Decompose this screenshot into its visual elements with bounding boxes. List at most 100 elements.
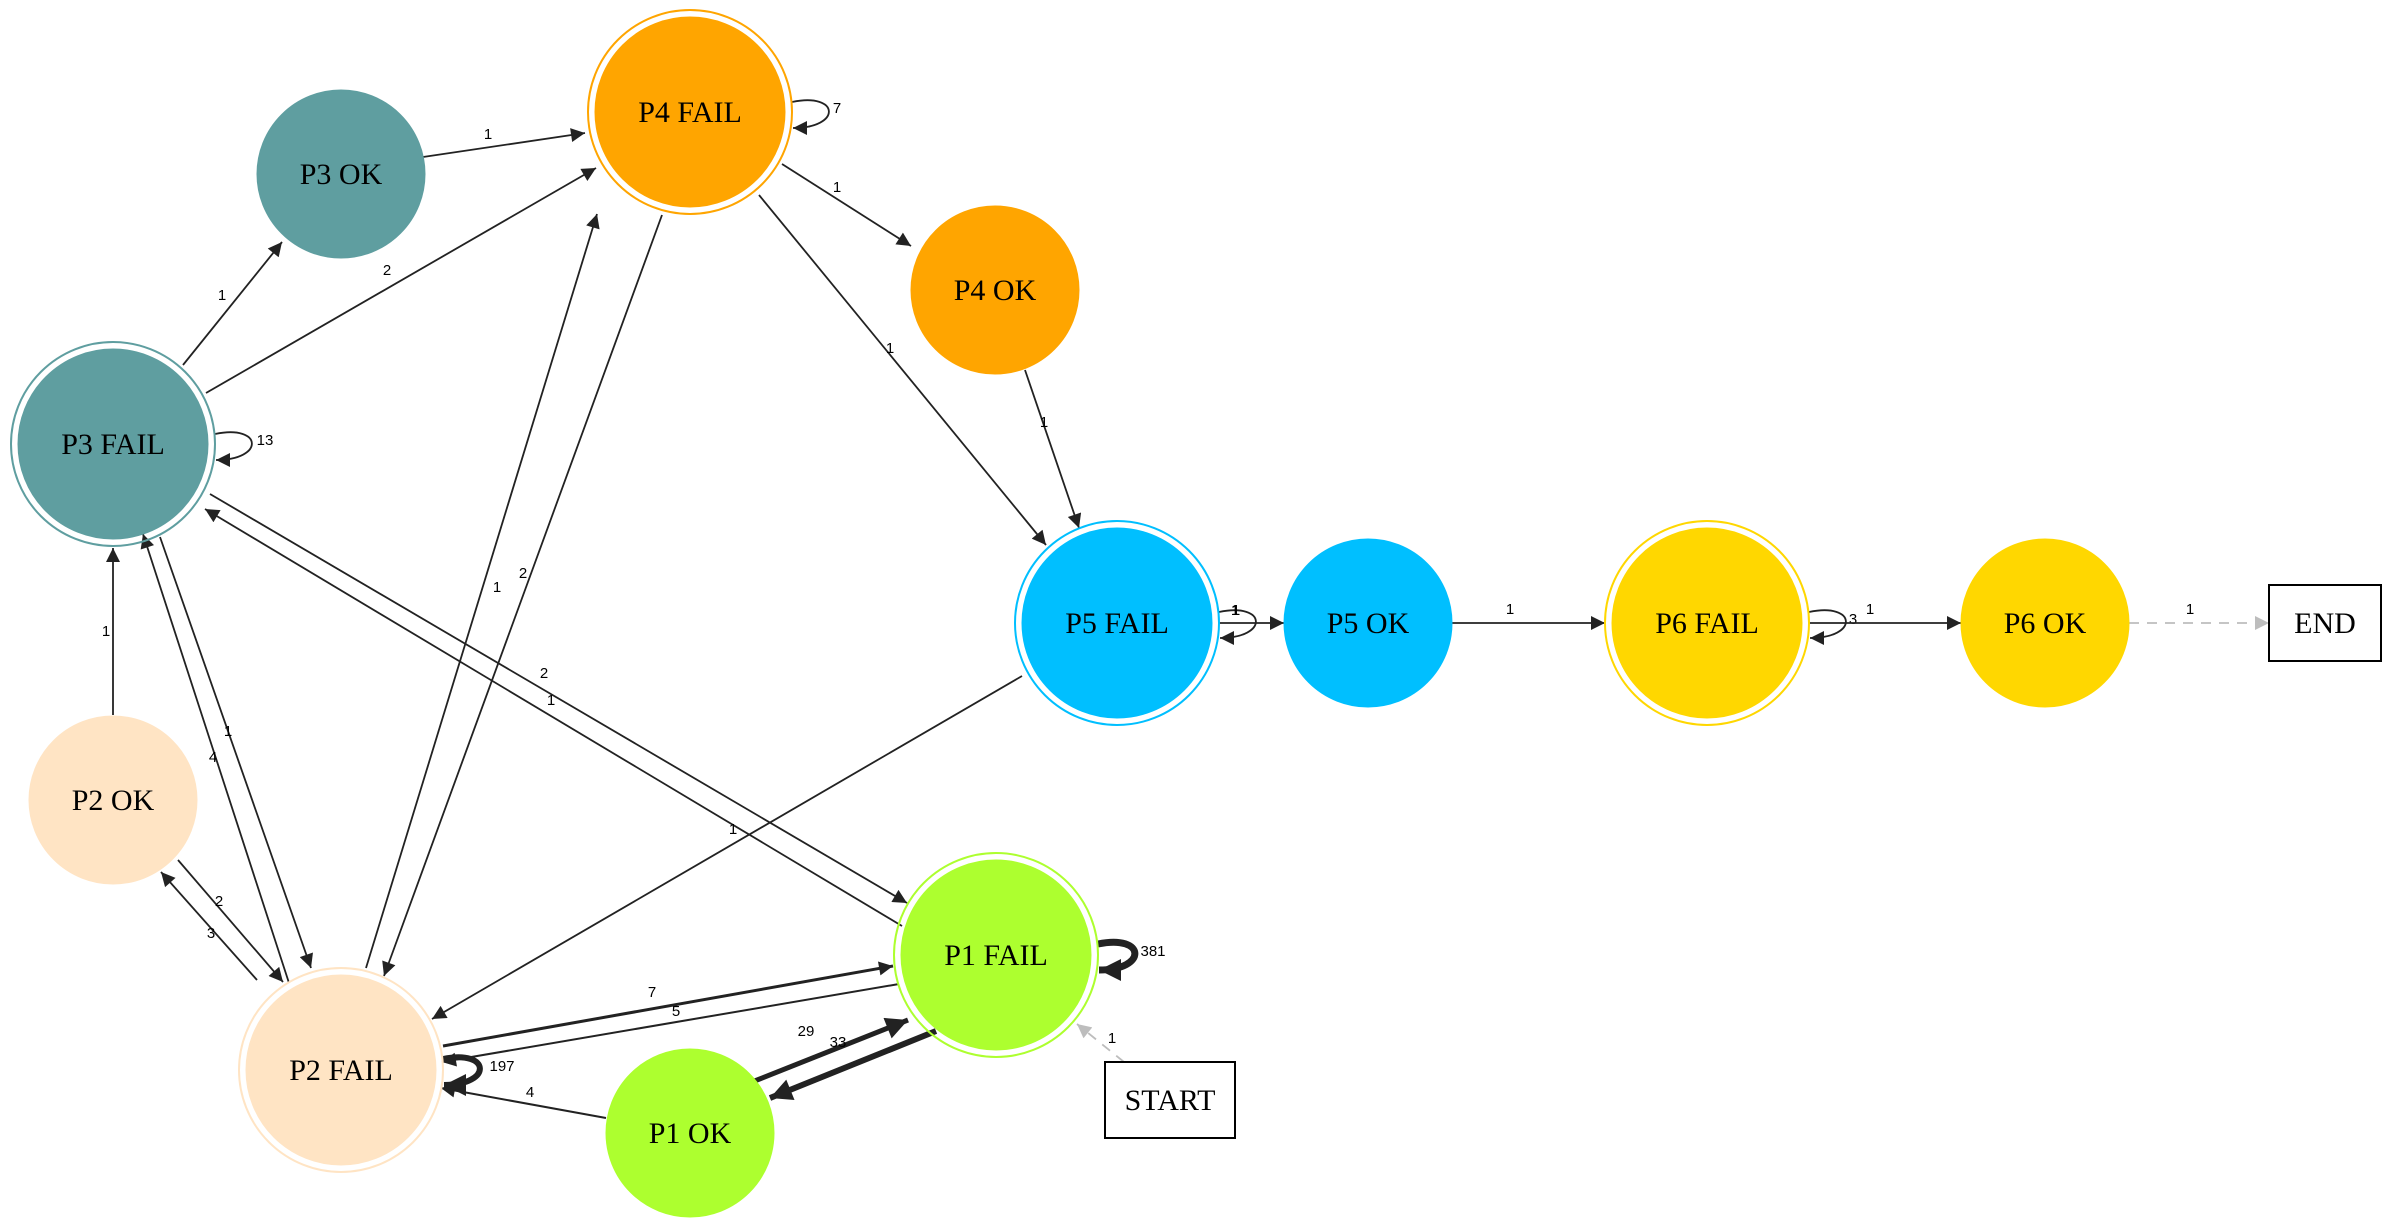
edge-p1fail-to-p2fail: 5 (441, 983, 900, 1067)
edge-line (431, 675, 1023, 1020)
edge-line (140, 533, 290, 984)
edge-line (441, 983, 900, 1067)
node-circle (1960, 538, 2130, 708)
edge-p4fail-to-p4ok: 1 (781, 163, 912, 247)
node-label: P2 FAIL (289, 1054, 393, 1087)
edge-count-label: 2 (540, 665, 548, 682)
node-p2ok[interactable]: P2 OK (28, 715, 198, 885)
node-p3ok[interactable]: P3 OK (256, 89, 426, 259)
edge-count-label: 7 (833, 100, 841, 117)
edge-count-label: 1 (1866, 601, 1874, 618)
edge-start-to-p1fail: 1 (1076, 1023, 1125, 1063)
edge-count-label: 1 (1232, 602, 1240, 619)
edge-count-label: 1 (1231, 602, 1239, 619)
node-label: P1 OK (649, 1117, 732, 1150)
edge-count-label: 1 (484, 126, 492, 143)
edge-count-label: 13 (257, 432, 274, 449)
edge-count-label: 1 (493, 579, 501, 596)
node-outer-ring (1604, 520, 1810, 726)
edge-p1fail-to-p1ok: 33 (768, 1028, 938, 1101)
edge-p2fail-to-p2ok: 3 (160, 871, 258, 981)
node-circle (245, 974, 437, 1166)
edge-p3fail-to-p3ok: 1 (182, 241, 283, 366)
edge-count-label: 3 (1849, 611, 1857, 628)
edge-count-label: 2 (383, 262, 391, 279)
edge-p1fail-to-p3fail: 1 (204, 508, 903, 927)
edge-p3fail-to-p1fail: 2 (209, 493, 908, 904)
edge-p4fail-to-p5fail: 1 (758, 194, 1047, 546)
node-circle (910, 205, 1080, 375)
edge-line (182, 241, 283, 366)
edge-line (768, 1028, 938, 1101)
node-circle (17, 348, 209, 540)
edge-count-label: 1 (1040, 414, 1048, 431)
node-p1ok[interactable]: P1 OK (605, 1048, 775, 1218)
edge-count-label: 1 (547, 692, 555, 709)
node-circle (594, 16, 786, 208)
node-outer-ring (10, 341, 216, 547)
node-box (1104, 1061, 1236, 1139)
node-label: P6 FAIL (1655, 607, 1759, 640)
edge-count-label: 2 (519, 565, 527, 582)
node-circle (900, 859, 1092, 1051)
node-outer-ring (893, 852, 1099, 1058)
node-p6fail[interactable]: P6 FAIL (1604, 520, 1810, 726)
node-label: START (1125, 1084, 1216, 1117)
edge-line (440, 1083, 607, 1119)
edge-line (1076, 1023, 1125, 1063)
edge-p3fail-to-p2fail: 1 (159, 536, 313, 969)
edge-count-label: 1 (1108, 1030, 1116, 1047)
edge-p2fail-to-p4fail: 1 (365, 213, 600, 969)
edge-count-label: 1 (886, 340, 894, 357)
node-circle (1611, 527, 1803, 719)
edge-count-label: 1 (729, 821, 737, 838)
node-p4ok[interactable]: P4 OK (910, 205, 1080, 375)
edge-count-label: 1 (218, 287, 226, 304)
edge-p2ok-to-p3fail: 1 (102, 548, 120, 715)
edge-line (751, 1017, 909, 1085)
edge-line (781, 163, 912, 247)
node-p6ok[interactable]: P6 OK (1960, 538, 2130, 708)
edge-p5fail-to-p5fail: 1 (1218, 602, 1257, 645)
edge-p4fail-to-p4fail: 7 (791, 99, 841, 135)
node-label: P5 OK (1327, 607, 1410, 640)
edge-p6ok-to-end: 1 (2129, 601, 2269, 630)
edge-p2fail-to-p3fail: 4 (140, 533, 290, 984)
edge-line (1808, 609, 1847, 645)
edge-line (205, 167, 597, 394)
node-label: P1 FAIL (944, 939, 1048, 972)
node-outer-ring (238, 967, 444, 1173)
node-label: P4 OK (954, 274, 1037, 307)
node-end[interactable]: END (2268, 584, 2382, 662)
node-circle (605, 1048, 775, 1218)
edge-p2fail-to-p2fail: 197 (442, 1054, 515, 1096)
edge-p2ok-to-p2fail: 2 (177, 859, 284, 983)
edge-count-label: 4 (209, 749, 217, 766)
edge-p6fail-to-p6fail: 3 (1808, 609, 1857, 645)
node-p1fail[interactable]: P1 FAIL (893, 852, 1099, 1058)
node-circle (256, 89, 426, 259)
edge-p3fail-to-p4fail: 2 (205, 167, 597, 394)
edge-line (758, 194, 1047, 546)
node-label: P3 FAIL (61, 428, 165, 461)
node-label: P5 FAIL (1065, 607, 1169, 640)
edge-p4fail-to-p2fail: 2 (382, 214, 663, 977)
node-circle (28, 715, 198, 885)
node-p5fail[interactable]: P5 FAIL (1014, 520, 1220, 726)
node-p4fail[interactable]: P4 FAIL (587, 9, 793, 215)
edge-count-label: 1 (102, 623, 110, 640)
node-outer-ring (1014, 520, 1220, 726)
edge-p1fail-to-p1fail: 381 (1097, 938, 1166, 981)
edge-line (209, 493, 908, 904)
edge-line (382, 214, 663, 977)
edge-count-label: 5 (672, 1003, 680, 1020)
node-label: P3 OK (300, 158, 383, 191)
node-p5ok[interactable]: P5 OK (1283, 538, 1453, 708)
edge-count-label: 197 (489, 1058, 514, 1075)
node-p3fail[interactable]: P3 FAIL (10, 341, 216, 547)
node-p2fail[interactable]: P2 FAIL (238, 967, 444, 1173)
edge-line (1024, 369, 1082, 529)
node-start[interactable]: START (1104, 1061, 1236, 1139)
